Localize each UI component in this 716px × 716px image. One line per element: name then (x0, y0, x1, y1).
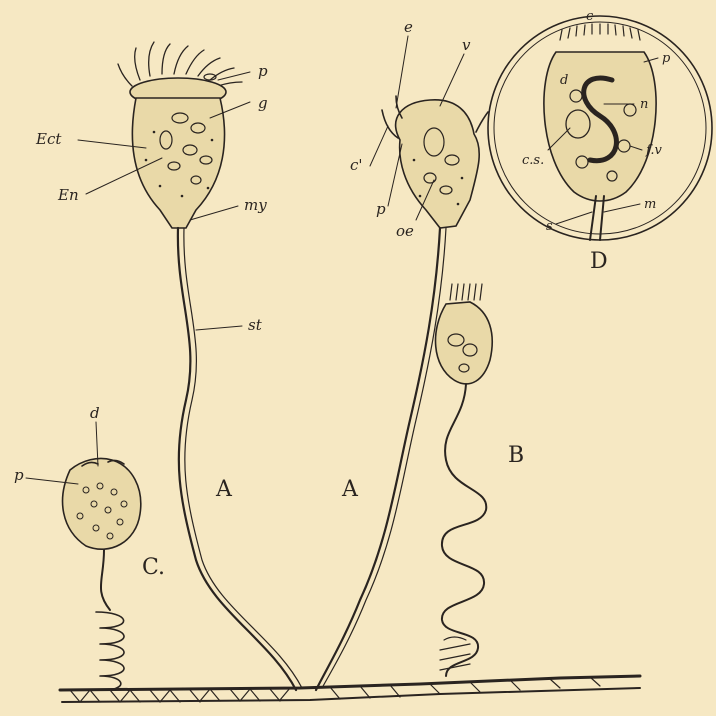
substrate (60, 676, 640, 702)
label-c-prime: c' (350, 156, 363, 174)
figure-label-a-middle: A (341, 477, 359, 502)
label-cs: c.s. (522, 153, 544, 168)
label-g: g (258, 94, 268, 112)
label-d-d: d (560, 73, 568, 88)
figure-label-d: D (590, 249, 608, 274)
label-v: v (462, 36, 471, 54)
label-ect: Ect (35, 130, 62, 148)
label-n: n (640, 97, 648, 112)
figure-c (63, 458, 141, 690)
figure-label-b: B (508, 443, 524, 468)
figure-b (436, 284, 493, 676)
label-my: my (244, 196, 267, 214)
label-e: e (404, 18, 413, 36)
label-fv: f.v (645, 143, 662, 158)
label-p-top: p (258, 62, 268, 80)
label-p-d: p (662, 51, 671, 66)
figure-label-c: C. (142, 555, 165, 580)
label-en: En (57, 186, 79, 204)
figure-a-left (118, 42, 302, 690)
figure-d (488, 16, 712, 240)
figure-label-a-left: A (215, 477, 233, 502)
label-p-c: p (14, 466, 24, 484)
label-st: st (248, 316, 263, 334)
label-m: m (644, 197, 656, 212)
label-d-c: d (90, 404, 100, 422)
label-p-mid: p (376, 200, 386, 218)
label-s: s (546, 219, 553, 234)
figure-letters: A A B C. D (142, 249, 608, 580)
label-oe: oe (396, 222, 414, 240)
label-c-d: c (586, 9, 594, 24)
